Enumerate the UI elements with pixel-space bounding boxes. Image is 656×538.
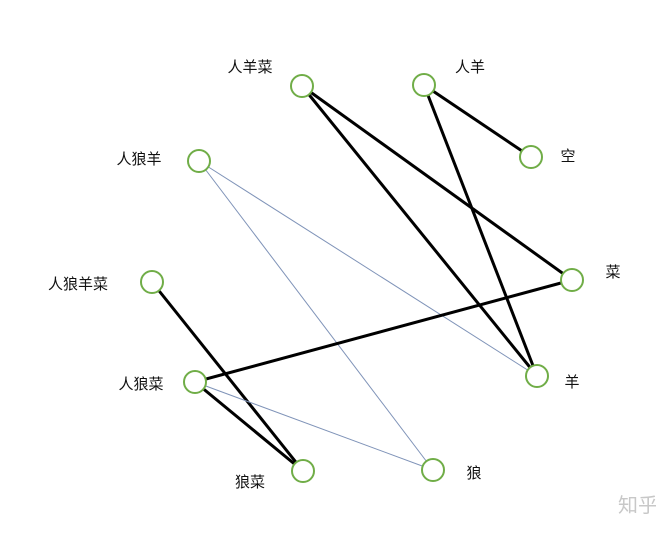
node-label-kong: 空 xyxy=(560,147,575,165)
node-label-renlangyangcai: 人狼羊菜 xyxy=(48,275,108,293)
edge-renyangcai-yang xyxy=(300,85,539,377)
node-layer: 人羊菜人羊空人狼羊菜人狼羊菜羊人狼菜狼菜狼 xyxy=(48,58,621,491)
node-renyangcai xyxy=(290,74,314,98)
edge-renlangcai-cai xyxy=(194,278,573,384)
node-label-renyang: 人羊 xyxy=(455,58,485,76)
edge-renyang-yang xyxy=(422,84,539,377)
node-label-renlangcai: 人狼菜 xyxy=(118,375,163,393)
node-renlangyang xyxy=(187,149,211,173)
edge-renlangcai-langcai xyxy=(194,380,304,473)
edge-renlangyang-lang xyxy=(198,160,434,471)
node-label-cai: 菜 xyxy=(605,263,620,281)
node-label-lang: 狼 xyxy=(466,464,481,482)
edge-layer xyxy=(150,83,573,473)
node-langcai xyxy=(291,459,315,483)
node-label-yang: 羊 xyxy=(564,373,579,391)
node-renyang xyxy=(412,73,436,97)
node-label-renlangyang: 人狼羊 xyxy=(116,150,161,168)
edge-renlangyangcai-langcai xyxy=(150,281,305,472)
node-renlangcai xyxy=(183,370,207,394)
edge-renyang-kong xyxy=(423,83,532,159)
node-cai xyxy=(560,268,584,292)
edge-renyangcai-cai xyxy=(301,84,573,282)
watermark: 知乎 xyxy=(618,493,656,517)
node-kong xyxy=(519,145,543,169)
node-yang xyxy=(525,364,549,388)
edge-renlangyang-yang xyxy=(198,160,538,377)
node-renlangyangcai xyxy=(140,270,164,294)
node-lang xyxy=(421,458,445,482)
node-label-langcai: 狼菜 xyxy=(235,473,265,491)
edge-renlangcai-lang xyxy=(194,381,434,471)
node-label-renyangcai: 人羊菜 xyxy=(227,58,272,76)
